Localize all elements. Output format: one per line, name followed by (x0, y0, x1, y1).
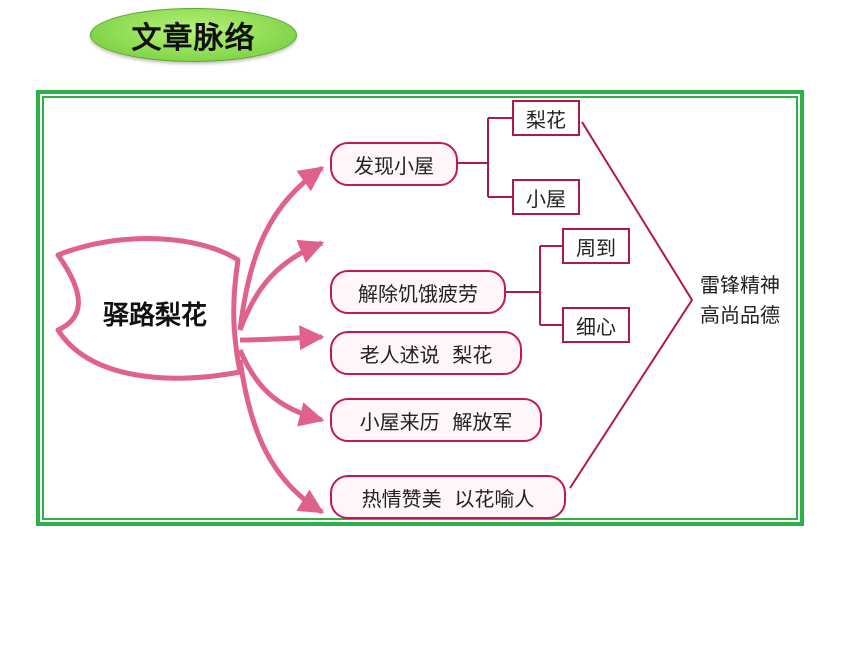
leaf-house: 小屋 (512, 179, 580, 215)
title-badge: 文章脉络 (90, 8, 297, 62)
leaf-thorough: 周到 (562, 228, 630, 264)
arrow-branch-5 (237, 359, 325, 515)
bracket-theme (569, 121, 694, 489)
arrow-branch-1 (237, 165, 325, 331)
leaf-pear-flower: 梨花 (512, 100, 580, 136)
branch-relief: 解除饥饿疲劳 (330, 270, 506, 314)
bracket-discover (458, 117, 512, 198)
bracket-relief (506, 245, 562, 326)
theme-line-1: 雷锋精神 (700, 273, 780, 297)
theme-text: 雷锋精神 高尚品德 (700, 270, 800, 330)
leaf-careful: 细心 (562, 307, 630, 343)
arrow-branch-3 (239, 325, 325, 351)
arrow-branch-4 (237, 349, 325, 427)
branch-house-origin: 小屋来历 解放军 (330, 398, 542, 442)
arrow-branch-2 (237, 239, 325, 331)
branch-discover-house: 发现小屋 (330, 142, 458, 186)
branch-old-man: 老人述说 梨花 (330, 331, 522, 375)
root-node: 驿路梨花 (102, 300, 207, 331)
branch-praise: 热情赞美 以花喻人 (330, 475, 566, 519)
page-title: 文章脉络 (131, 21, 256, 56)
theme-line-2: 高尚品德 (700, 303, 780, 327)
